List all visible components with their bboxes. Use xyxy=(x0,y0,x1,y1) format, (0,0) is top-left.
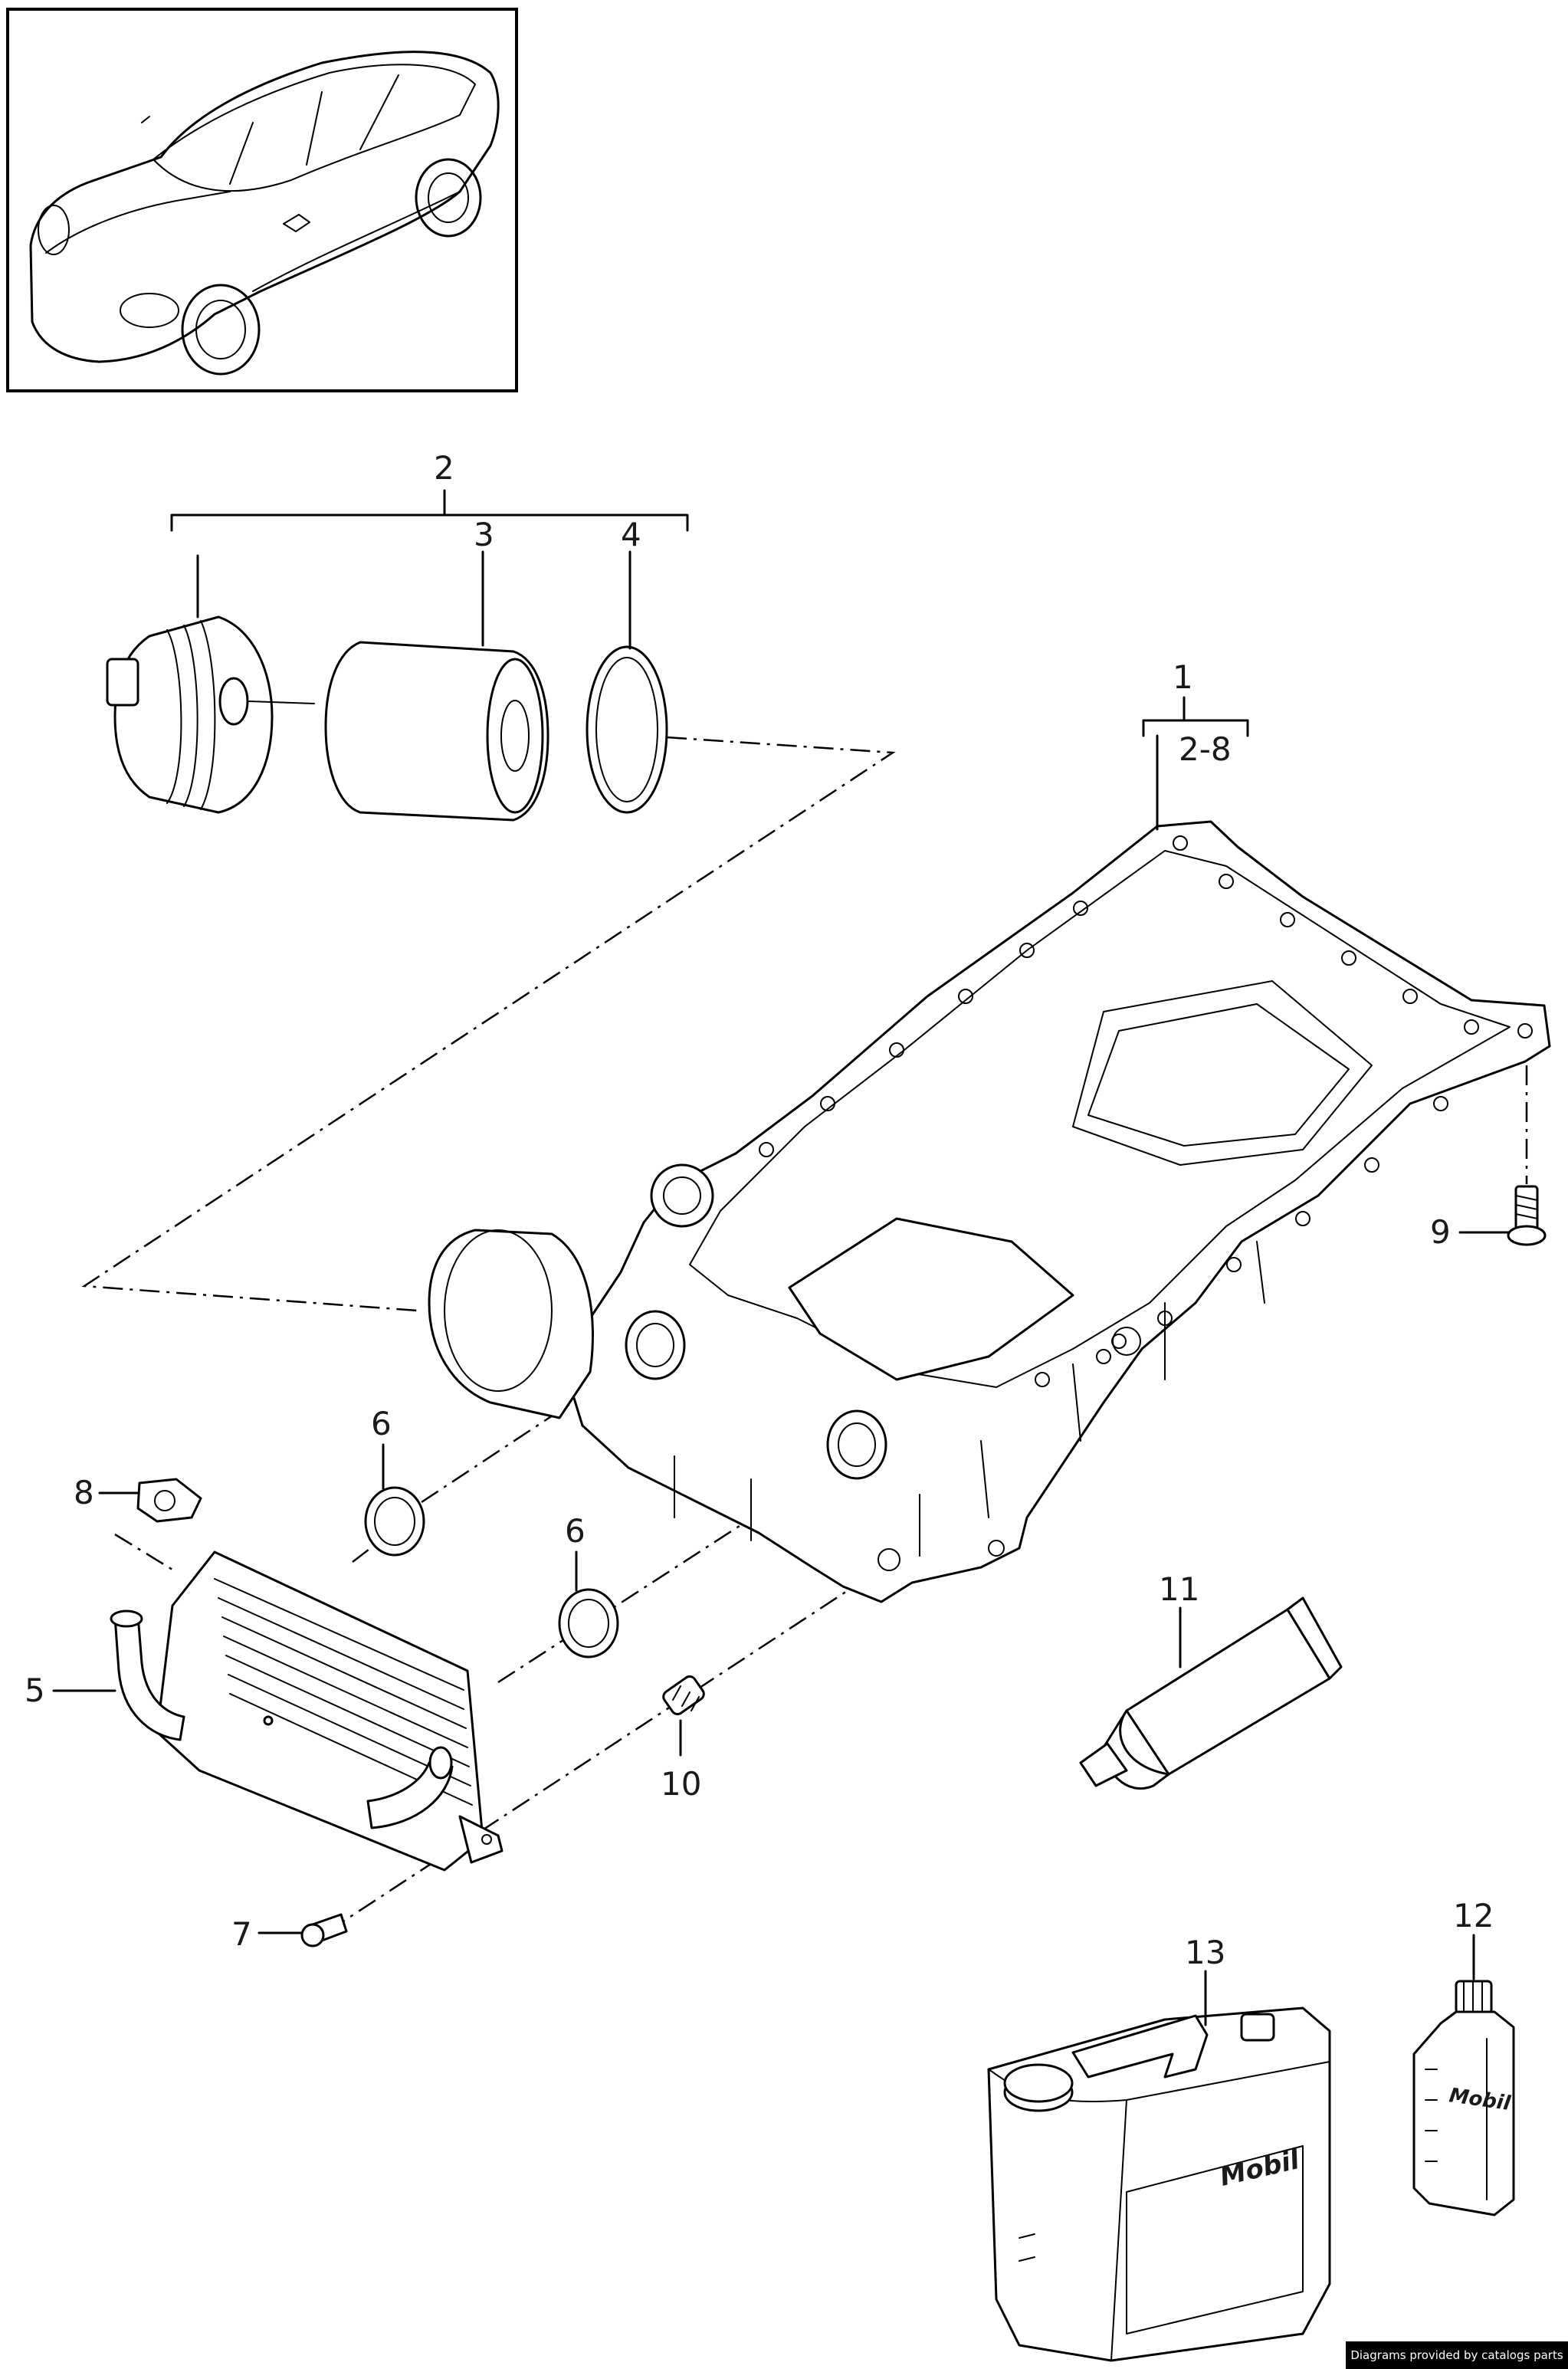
oil-bottle[interactable]: Mobil xyxy=(1412,1980,1515,2216)
callout-6-upper: 6 xyxy=(371,1405,392,1442)
callout-10: 10 xyxy=(661,1765,701,1803)
callout-5: 5 xyxy=(25,1672,45,1709)
callout-6-lower: 6 xyxy=(565,1512,586,1550)
callout-8: 8 xyxy=(74,1474,94,1511)
callout-11: 11 xyxy=(1159,1570,1199,1608)
seal-ring-lower[interactable] xyxy=(558,1588,619,1659)
oil-filter-housing-cover[interactable] xyxy=(106,615,315,814)
callout-2: 2 xyxy=(434,449,454,487)
clip[interactable] xyxy=(136,1478,202,1523)
callout-9: 9 xyxy=(1430,1213,1451,1251)
oil-canister[interactable]: Mobil xyxy=(987,2006,1331,2362)
callout-1: 1 xyxy=(1173,658,1193,696)
diagram-credit-banner: Diagrams provided by catalogs parts xyxy=(1346,2341,1568,2369)
filter-o-ring[interactable] xyxy=(586,645,668,814)
callout-labels: 2 3 4 1 2-8 9 6 8 6 11 5 10 7 12 13 xyxy=(25,449,1494,1971)
oil-cooler[interactable] xyxy=(110,1550,504,1872)
leader-lines xyxy=(52,489,1510,2026)
callout-4: 4 xyxy=(621,516,641,553)
oil-pan[interactable] xyxy=(428,820,1551,1603)
oil-filter-element[interactable] xyxy=(324,641,549,822)
callout-1-range: 2-8 xyxy=(1179,730,1232,768)
vehicle-thumbnail[interactable] xyxy=(6,8,518,392)
callout-13: 13 xyxy=(1185,1934,1225,1971)
callout-7: 7 xyxy=(231,1915,252,1953)
callout-3: 3 xyxy=(474,516,494,553)
threaded-stud[interactable] xyxy=(661,1674,707,1716)
cooler-screw[interactable] xyxy=(300,1913,348,1947)
pan-bolt[interactable] xyxy=(1507,1185,1547,1246)
seal-ring-upper[interactable] xyxy=(364,1486,425,1557)
callout-12: 12 xyxy=(1453,1897,1494,1934)
sealant-tube[interactable] xyxy=(1079,1596,1343,1790)
